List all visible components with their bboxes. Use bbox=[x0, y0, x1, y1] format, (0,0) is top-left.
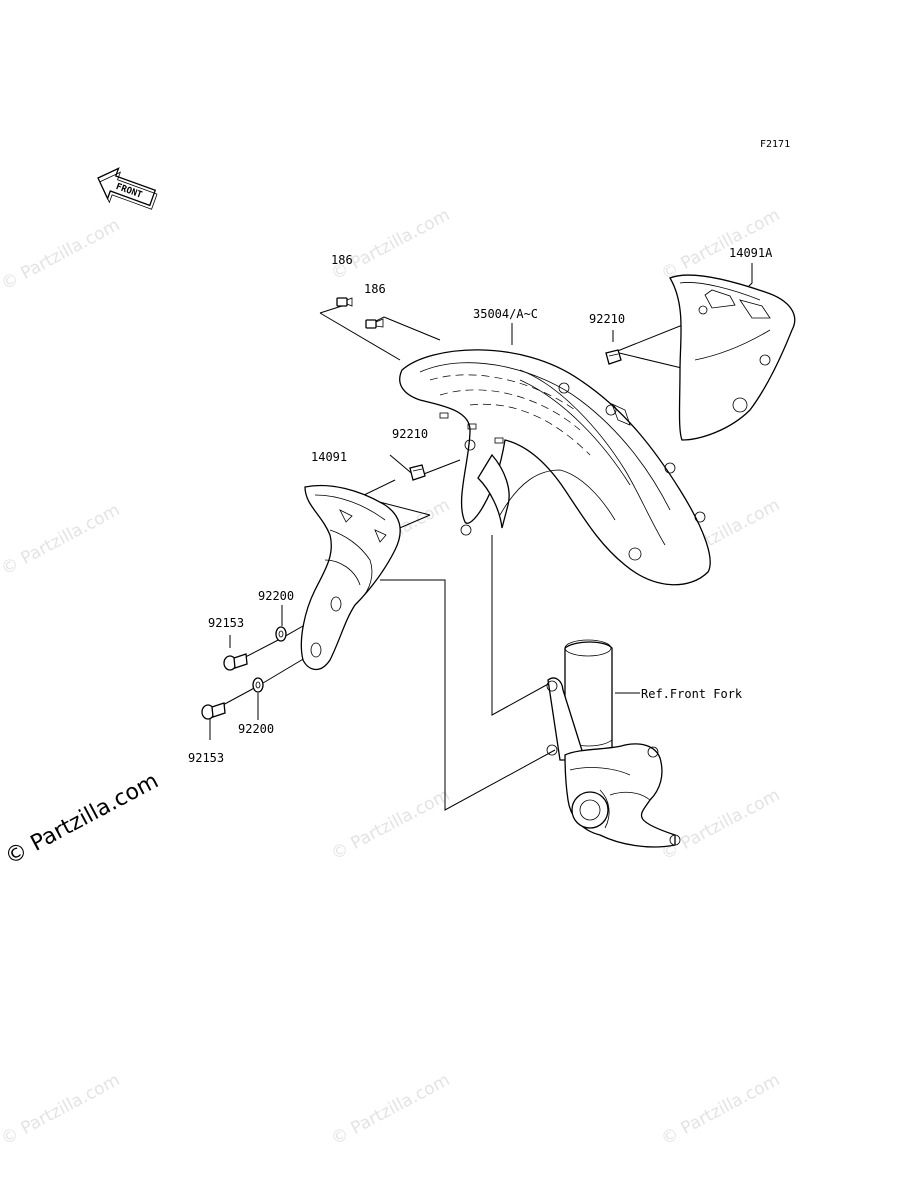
cover-left[interactable] bbox=[300, 484, 401, 671]
watermark: © Partzilla.com bbox=[0, 215, 123, 294]
watermark: © Partzilla.com bbox=[658, 205, 783, 284]
label-14091A: 14091A bbox=[729, 246, 773, 260]
figure-code: F2171 bbox=[760, 139, 790, 150]
label-92210-left: 92210 bbox=[392, 427, 428, 441]
clip-right-icon[interactable] bbox=[605, 349, 622, 365]
label-front-fork-ref: Ref.Front Fork bbox=[641, 687, 743, 701]
watermark-dark: © Partzilla.com bbox=[1, 769, 163, 871]
label-35004: 35004/A~C bbox=[473, 307, 538, 321]
label-92200-upper: 92200 bbox=[258, 589, 294, 603]
label-186-b: 186 bbox=[364, 282, 386, 296]
watermark: © Partzilla.com bbox=[328, 1070, 453, 1149]
bolt-186-b-icon[interactable] bbox=[365, 318, 384, 329]
label-92200-lower: 92200 bbox=[238, 722, 274, 736]
watermark: © Partzilla.com bbox=[328, 785, 453, 864]
watermark-layer: © Partzilla.com © Partzilla.com © Partzi… bbox=[0, 205, 783, 1149]
watermark: © Partzilla.com bbox=[0, 500, 123, 579]
front-fork bbox=[546, 639, 681, 848]
watermark: © Partzilla.com bbox=[658, 785, 783, 864]
clip-left-icon[interactable] bbox=[409, 464, 426, 481]
label-92210-right: 92210 bbox=[589, 312, 625, 326]
cover-right[interactable] bbox=[669, 274, 796, 441]
label-186-a: 186 bbox=[331, 253, 353, 267]
watermark: © Partzilla.com bbox=[328, 205, 453, 284]
bolt-186-a-icon[interactable] bbox=[336, 297, 353, 307]
washer-lower-icon[interactable] bbox=[252, 677, 264, 693]
watermark: © Partzilla.com bbox=[658, 1070, 783, 1149]
screw-upper-icon[interactable] bbox=[223, 653, 248, 671]
front-fender[interactable] bbox=[399, 349, 711, 586]
watermark: © Partzilla.com bbox=[0, 1070, 123, 1149]
label-14091: 14091 bbox=[311, 450, 347, 464]
label-92153-upper: 92153 bbox=[208, 616, 244, 630]
label-92153-lower: 92153 bbox=[188, 751, 224, 765]
screw-lower-icon[interactable] bbox=[201, 702, 226, 720]
front-arrow-icon: FRONT bbox=[97, 167, 158, 210]
washer-upper-icon[interactable] bbox=[275, 626, 287, 642]
